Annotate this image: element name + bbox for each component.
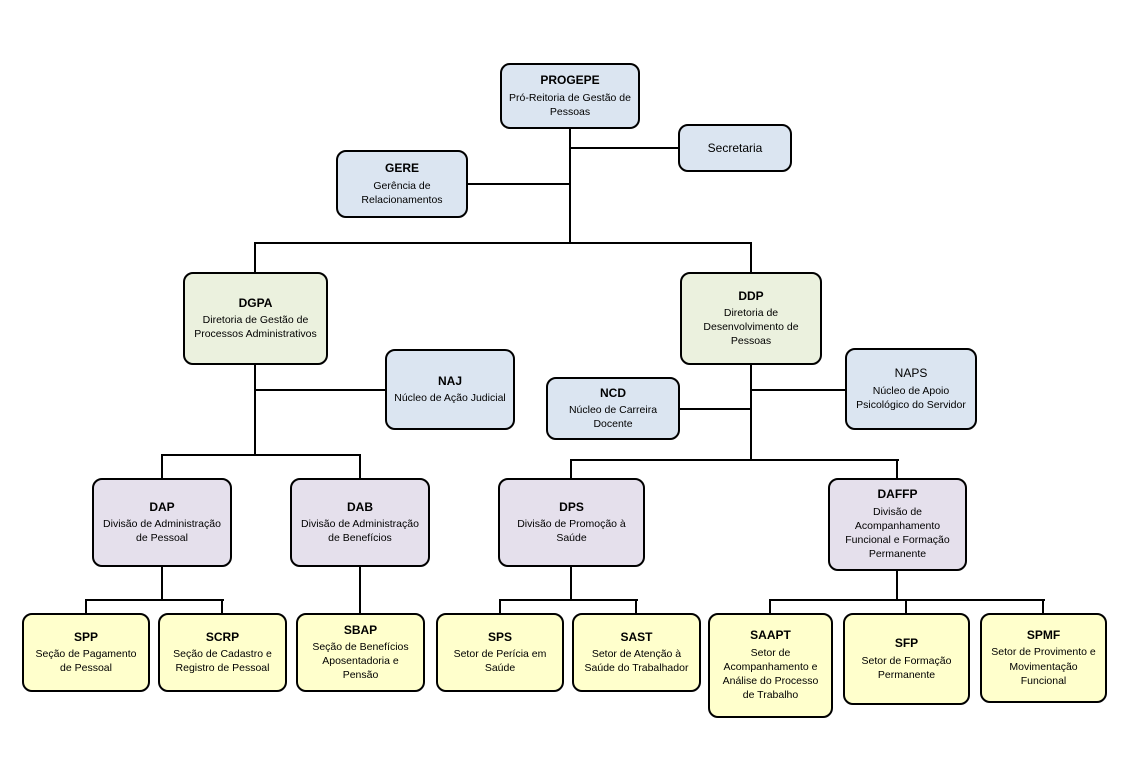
- connector-line: [896, 459, 898, 478]
- node-gere: GERE Gerência de Relacionamentos: [336, 150, 468, 218]
- connector-line: [769, 599, 1045, 601]
- connector-line: [680, 408, 750, 410]
- node-sps-acronym: SPS: [487, 629, 512, 644]
- node-sbap-label: Seção de Benefícios Aposentadoria e Pens…: [312, 640, 409, 682]
- node-naps-acronym: NAPS: [894, 366, 928, 381]
- connector-line: [750, 365, 752, 461]
- node-progepe-label: Pró-Reitoria de Gestão de Pessoas: [509, 91, 631, 118]
- node-naj: NAJ Núcleo de Ação Judicial: [385, 349, 515, 430]
- node-naj-acronym: NAJ: [437, 373, 462, 388]
- node-ncd-acronym: NCD: [600, 385, 626, 400]
- node-dps-acronym: DPS: [559, 499, 584, 514]
- node-dab-acronym: DAB: [347, 499, 373, 514]
- node-naps-label: Núcleo de Apoio Psicológico do Servidor: [856, 384, 966, 411]
- node-spmf-acronym: SPMF: [1026, 628, 1061, 643]
- node-dap-acronym: DAP: [149, 499, 175, 514]
- node-spp-acronym: SPP: [73, 629, 98, 644]
- node-saapt-label: Setor de Acompanhamento e Análise do Pro…: [722, 646, 819, 702]
- connector-line: [750, 242, 752, 272]
- node-sps: SPS Setor de Perícia em Saúde: [436, 613, 564, 692]
- node-ncd-label: Núcleo de Carreira Docente: [568, 404, 658, 431]
- connector-line: [161, 567, 163, 601]
- node-dgpa: DGPA Diretoria de Gestão de Processos Ad…: [183, 272, 328, 365]
- node-daffp-label: Divisão de Acompanhamento Funcional e Fo…: [845, 505, 950, 561]
- node-scrp: SCRP Seção de Cadastro e Registro de Pes…: [158, 613, 287, 692]
- node-saapt-acronym: SAAPT: [750, 628, 791, 643]
- node-naj-label: Núcleo de Ação Judicial: [394, 392, 506, 405]
- node-secretaria: Secretaria: [678, 124, 792, 172]
- node-spp: SPP Seção de Pagamento de Pessoal: [22, 613, 150, 692]
- node-sfp: SFP Setor de Formação Permanente: [843, 613, 970, 705]
- connector-line: [254, 365, 256, 456]
- connector-line: [896, 571, 898, 601]
- node-dps: DPS Divisão de Promoção à Saúde: [498, 478, 645, 567]
- node-spmf-label: Setor de Provimento e Movimentação Funci…: [991, 646, 1096, 687]
- node-sbap-acronym: SBAP: [343, 622, 378, 637]
- node-dgpa-acronym: DGPA: [238, 295, 273, 310]
- node-dps-label: Divisão de Promoção à Saúde: [517, 518, 626, 545]
- node-saapt: SAAPT Setor de Acompanhamento e Análise …: [708, 613, 833, 718]
- node-gere-acronym: GERE: [384, 161, 419, 176]
- node-dab-label: Divisão de Administração de Benefícios: [301, 518, 419, 545]
- node-dap: DAP Divisão de Administração de Pessoal: [92, 478, 232, 567]
- node-sbap: SBAP Seção de Benefícios Aposentadoria e…: [296, 613, 425, 692]
- node-ddp-label: Diretoria de Desenvolvimento de Pessoas: [703, 306, 799, 348]
- node-sast: SAST Setor de Atenção à Saúde do Trabalh…: [572, 613, 701, 692]
- node-scrp-label: Seção de Cadastro e Registro de Pessoal: [173, 648, 272, 675]
- node-ddp: DDP Diretoria de Desenvolvimento de Pess…: [680, 272, 822, 365]
- node-dgpa-label: Diretoria de Gestão de Processos Adminis…: [194, 314, 317, 341]
- connector-line: [499, 599, 501, 613]
- node-ncd: NCD Núcleo de Carreira Docente: [546, 377, 680, 440]
- connector-line: [85, 599, 87, 613]
- node-sast-acronym: SAST: [620, 629, 653, 644]
- connector-line: [905, 599, 907, 613]
- node-daffp: DAFFP Divisão de Acompanhamento Funciona…: [828, 478, 967, 571]
- connector-line: [85, 599, 224, 601]
- node-progepe-acronym: PROGEPE: [540, 73, 600, 88]
- node-spmf: SPMF Setor de Provimento e Movimentação …: [980, 613, 1107, 703]
- connector-line: [570, 459, 572, 478]
- connector-line: [499, 599, 638, 601]
- connector-line: [750, 389, 845, 391]
- node-secretaria-label: Secretaria: [707, 141, 763, 155]
- connector-line: [569, 129, 571, 243]
- connector-line: [161, 454, 361, 456]
- connector-line: [1042, 599, 1044, 613]
- connector-line: [359, 567, 361, 613]
- connector-line: [570, 567, 572, 601]
- node-dab: DAB Divisão de Administração de Benefíci…: [290, 478, 430, 567]
- node-sfp-label: Setor de Formação Permanente: [861, 654, 952, 681]
- connector-line: [570, 459, 899, 461]
- node-sfp-acronym: SFP: [894, 636, 919, 651]
- connector-line: [254, 242, 752, 244]
- node-progepe: PROGEPE Pró-Reitoria de Gestão de Pessoa…: [500, 63, 640, 129]
- node-dap-label: Divisão de Administração de Pessoal: [103, 518, 221, 545]
- node-gere-label: Gerência de Relacionamentos: [361, 179, 443, 206]
- node-scrp-acronym: SCRP: [205, 629, 240, 644]
- connector-line: [221, 599, 223, 613]
- connector-line: [161, 454, 163, 478]
- node-sast-label: Setor de Atenção à Saúde do Trabalhador: [584, 648, 689, 675]
- connector-line: [468, 183, 569, 185]
- node-spp-label: Seção de Pagamento de Pessoal: [35, 648, 137, 675]
- node-ddp-acronym: DDP: [738, 288, 764, 303]
- node-sps-label: Setor de Perícia em Saúde: [453, 648, 547, 675]
- node-naps: NAPS Núcleo de Apoio Psicológico do Serv…: [845, 348, 977, 430]
- connector-line: [769, 599, 771, 613]
- connector-line: [254, 242, 256, 272]
- connector-line: [254, 389, 385, 391]
- node-daffp-acronym: DAFFP: [877, 487, 918, 502]
- connector-line: [635, 599, 637, 613]
- connector-line: [569, 147, 678, 149]
- connector-line: [359, 454, 361, 478]
